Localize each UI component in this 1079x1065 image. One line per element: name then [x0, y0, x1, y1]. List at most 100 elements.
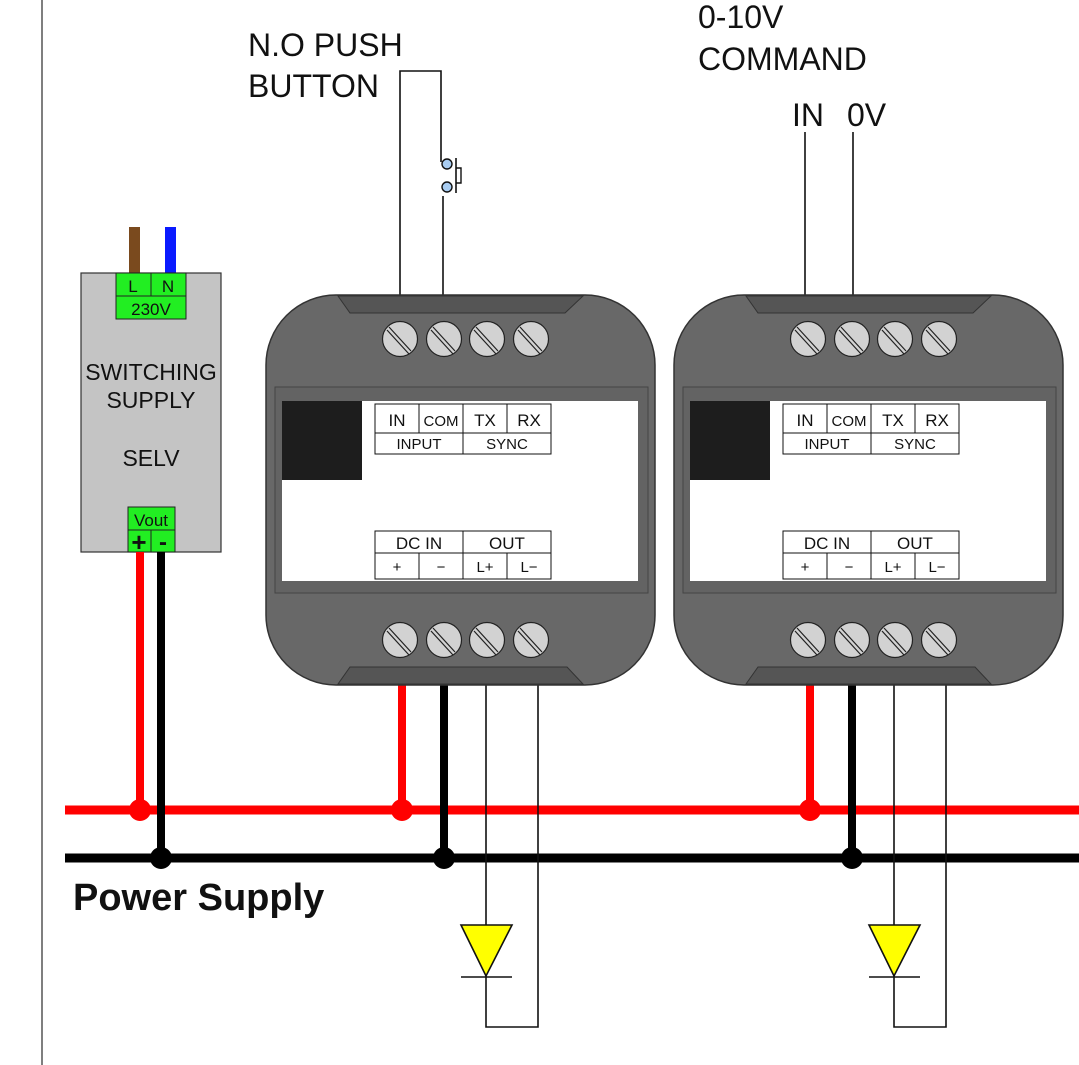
terminal-group-input: INPUT — [397, 436, 442, 453]
screw-slot-b — [881, 630, 905, 656]
junction-dot — [129, 799, 151, 821]
screw-slot-a — [927, 627, 951, 653]
screw-slot-b — [925, 630, 949, 656]
terminal-label-tx: TX — [882, 411, 904, 430]
terminal-screw — [920, 320, 958, 358]
screw-slot-a — [432, 326, 456, 352]
supply-title-line1: SWITCHING — [85, 359, 217, 385]
switch-button-cap — [456, 167, 462, 184]
push-button-label-line2: BUTTON — [248, 68, 379, 104]
screw-slot-b — [838, 630, 862, 656]
screw-slot-a — [796, 326, 820, 352]
junction-dot — [433, 847, 455, 869]
output-minus: - — [159, 529, 167, 556]
screw-slot-a — [883, 627, 907, 653]
supply-title-line2: SUPPLY — [106, 387, 195, 413]
terminal-screw — [512, 320, 550, 358]
logo-patch — [282, 401, 362, 480]
terminal-group-out: OUT — [489, 534, 525, 553]
switch-contact-top — [441, 158, 453, 170]
terminal-label-com: COM — [424, 413, 459, 430]
top-rail — [745, 295, 993, 314]
terminal-screw — [789, 320, 827, 358]
push-button-label-line1: N.O PUSH — [248, 27, 403, 63]
terminal-screw — [833, 621, 871, 659]
screw-slot-a — [883, 326, 907, 352]
terminal-screw — [425, 320, 463, 358]
bottom-rail — [337, 666, 585, 685]
terminal-screw — [425, 621, 463, 659]
terminal-group-input: INPUT — [805, 436, 850, 453]
screw-slot-a — [796, 627, 820, 653]
terminal-group-out: OUT — [897, 534, 933, 553]
switching-supply: L N 230V SWITCHING SUPPLY SELV Vout + - — [80, 227, 222, 557]
terminal-screw — [512, 621, 550, 659]
screw-slot-b — [794, 630, 818, 656]
screw-slot-b — [838, 329, 862, 355]
screw-slot-b — [430, 329, 454, 355]
terminal-label-tx: TX — [474, 411, 496, 430]
terminal-screw — [920, 621, 958, 659]
screw-slot-b — [517, 329, 541, 355]
neutral-wire — [165, 227, 176, 275]
power-bus: Power Supply — [65, 552, 1079, 919]
led-diode-icon — [867, 924, 922, 978]
terminal-screw — [876, 621, 914, 659]
command-label-line1: 0-10V — [698, 0, 784, 35]
screw-slot-b — [430, 630, 454, 656]
screw-slot-b — [881, 329, 905, 355]
screw-slot-b — [794, 329, 818, 355]
terminal-screw — [833, 320, 871, 358]
top-rail — [337, 295, 585, 314]
screw-slot-a — [475, 627, 499, 653]
terminal-label-out-2: L+ — [476, 559, 493, 576]
junction-dot — [799, 799, 821, 821]
terminal-group-dc-in: DC IN — [804, 534, 850, 553]
terminal-label-out-2: L+ — [884, 559, 901, 576]
led-diode-icon — [459, 924, 514, 978]
screw-slot-a — [840, 627, 864, 653]
switch-contact-bottom — [441, 181, 453, 193]
screw-slot-a — [519, 627, 543, 653]
terminal-n: N — [162, 277, 174, 296]
terminal-label-out-3: L− — [520, 559, 537, 576]
terminal-label-com: COM — [832, 413, 867, 430]
terminal-group-sync: SYNC — [894, 436, 936, 453]
screw-slot-b — [386, 630, 410, 656]
screw-slot-b — [473, 329, 497, 355]
screw-slot-a — [475, 326, 499, 352]
led-output-wires — [485, 684, 539, 1028]
screw-slot-b — [386, 329, 410, 355]
terminal-label-out-0: + — [801, 559, 810, 576]
terminal-l: L — [128, 277, 137, 296]
command-label-line2: COMMAND — [698, 41, 867, 77]
led-output-wires — [893, 684, 947, 1028]
logo-patch — [690, 401, 770, 480]
terminal-label-out-0: + — [393, 559, 402, 576]
terminal-group-dc-in: DC IN — [396, 534, 442, 553]
push-button-wire-a — [399, 70, 442, 296]
screw-slot-a — [519, 326, 543, 352]
terminal-screw — [381, 621, 419, 659]
terminal-screw — [789, 621, 827, 659]
screw-slot-a — [388, 326, 412, 352]
output-label: Vout — [134, 511, 168, 530]
junction-dot — [150, 847, 172, 869]
terminal-screw — [468, 621, 506, 659]
junction-dot — [841, 847, 863, 869]
screw-slot-a — [388, 627, 412, 653]
screw-slot-b — [925, 329, 949, 355]
screw-slot-a — [840, 326, 864, 352]
terminal-label-rx: RX — [925, 411, 949, 430]
screw-slot-a — [927, 326, 951, 352]
push-button — [399, 70, 462, 296]
bottom-rail — [745, 666, 993, 685]
terminal-label-in: IN — [389, 411, 406, 430]
command-0v-label: 0V — [847, 97, 887, 133]
terminal-group-sync: SYNC — [486, 436, 528, 453]
terminal-label-out-1: − — [845, 559, 854, 576]
